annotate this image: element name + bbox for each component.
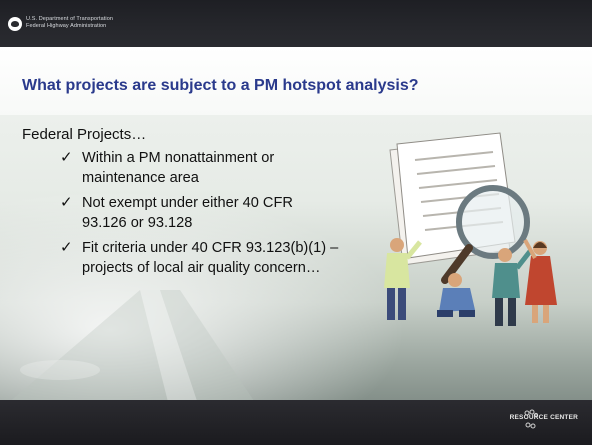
slide-title: What projects are subject to a PM hotspo…: [22, 77, 419, 94]
person-right-icon: [492, 248, 533, 326]
footer-bar: [0, 400, 592, 445]
agency-logo-icon: [8, 17, 22, 31]
lead-text: Federal Projects…: [22, 126, 147, 143]
agency-line1: U.S. Department of Transportation: [26, 16, 114, 22]
people-magnifying-document-illustration: [384, 132, 557, 326]
list-item-text: Within a PM nonattainment or maintenance…: [82, 150, 275, 186]
criteria-list: ✓ Within a PM nonattainment or maintenan…: [60, 148, 340, 283]
magnifying-glass-icon: [441, 185, 530, 284]
title-band: [0, 47, 592, 115]
person-center-icon: [437, 273, 475, 317]
checkmark-icon: ✓: [60, 149, 73, 166]
list-item-text: Not exempt under either 40 CFR 93.126 or…: [82, 195, 293, 231]
checkmark-icon: ✓: [60, 239, 73, 256]
list-item: ✓ Within a PM nonattainment or maintenan…: [60, 148, 340, 188]
list-item-text: Fit criteria under 40 CFR 93.123(b)(1) –…: [82, 240, 339, 276]
list-item: ✓ Not exempt under either 40 CFR 93.126 …: [60, 193, 340, 233]
person-far-right-icon: [523, 239, 557, 323]
list-item: ✓ Fit criteria under 40 CFR 93.123(b)(1)…: [60, 238, 340, 278]
resource-center-logo-text: RESOURCE CENTER: [509, 414, 578, 421]
highway-background-image: [0, 290, 260, 410]
person-left-icon: [384, 238, 422, 320]
checkmark-icon: ✓: [60, 194, 73, 211]
agency-line2: Federal Highway Administration: [26, 22, 107, 29]
header-bar: U.S. Department of Transportation Federa…: [0, 0, 592, 47]
agency-name: U.S. Department of Transportation Federa…: [26, 16, 113, 29]
resource-center-logo-icon: [524, 409, 538, 429]
